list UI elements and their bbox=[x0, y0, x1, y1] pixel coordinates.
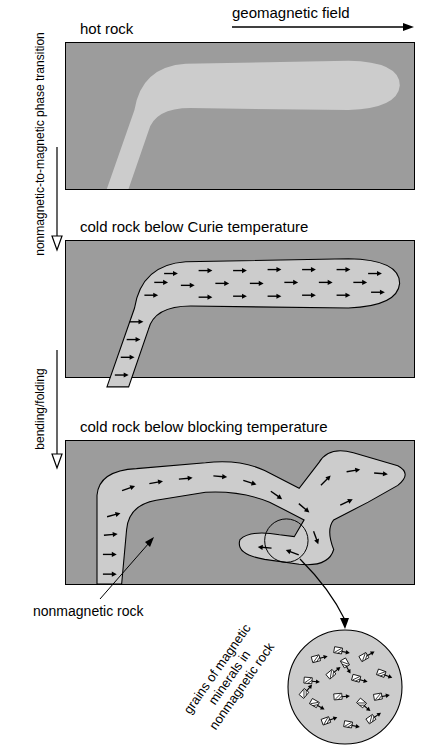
mineral-grain bbox=[344, 721, 361, 730]
leader-line bbox=[100, 543, 149, 599]
mineral-grain bbox=[373, 692, 390, 701]
magnetization-arrow bbox=[104, 532, 118, 538]
magnetization-arrow bbox=[311, 530, 321, 545]
rock-body bbox=[107, 259, 400, 387]
magnetization-arrow bbox=[302, 293, 316, 298]
connector bbox=[52, 350, 62, 468]
magnetization-arrow bbox=[297, 502, 311, 515]
rock-panel: cold rock below blocking temperature bbox=[65, 440, 415, 585]
field-arrowhead bbox=[403, 23, 414, 31]
magnetization-arrow bbox=[268, 267, 282, 272]
mineral-grain bbox=[340, 658, 353, 675]
magnetization-arrow bbox=[337, 267, 351, 272]
magnetization-arrow bbox=[103, 552, 117, 557]
magnetization-arrow bbox=[319, 474, 332, 487]
panel-title: cold rock below blocking temperature bbox=[80, 418, 328, 435]
magnetization-arrow bbox=[269, 489, 283, 501]
illustration bbox=[66, 441, 414, 584]
panel-title: cold rock below Curie temperature bbox=[80, 218, 308, 235]
leader-arrowhead bbox=[145, 537, 154, 547]
mineral-grain bbox=[299, 682, 314, 698]
mineral-grain bbox=[321, 714, 338, 725]
magnetization-arrow bbox=[258, 544, 272, 550]
mineral-grain bbox=[311, 653, 328, 663]
rock-body bbox=[107, 61, 400, 189]
magnetization-arrow bbox=[199, 295, 213, 300]
rock-label: nonmagnetic rock bbox=[33, 603, 144, 619]
magnetization-arrow bbox=[115, 372, 129, 377]
illustration bbox=[66, 43, 414, 189]
magnetization-arrow bbox=[339, 497, 354, 507]
magnified-view: grains of magnetic minerals in nonmagnet… bbox=[287, 629, 403, 745]
connector bbox=[52, 147, 62, 250]
callout-label: grains of magnetic minerals in nonmagnet… bbox=[176, 614, 284, 742]
magnetization-arrow bbox=[285, 548, 300, 558]
magnetization-arrow bbox=[374, 470, 388, 476]
magnetization-arrow bbox=[154, 280, 168, 285]
magnetization-arrow bbox=[127, 337, 141, 342]
magnetization-arrow bbox=[368, 271, 382, 276]
magnetization-arrow bbox=[215, 281, 229, 286]
mineral-grain bbox=[304, 677, 320, 684]
magnetization-arrow bbox=[144, 293, 158, 298]
mineral-grain bbox=[376, 669, 393, 680]
magnetization-arrow bbox=[250, 281, 264, 286]
magnetization-arrow bbox=[106, 511, 121, 520]
magnetization-arrow bbox=[121, 355, 135, 360]
field-arrow bbox=[232, 26, 406, 28]
mineral-grain bbox=[357, 698, 373, 713]
magnetization-arrow bbox=[179, 475, 193, 481]
panel-title: hot rock bbox=[80, 20, 133, 37]
edge-label: bending/folding bbox=[33, 368, 47, 449]
mineral-grain bbox=[326, 664, 342, 679]
magnetization-arrow bbox=[284, 280, 298, 285]
illustration bbox=[287, 629, 403, 745]
magnetization-arrow bbox=[353, 280, 367, 285]
magnetization-arrow bbox=[346, 467, 360, 474]
field-label: geomagnetic field bbox=[232, 4, 350, 21]
mineral-grain bbox=[366, 710, 383, 724]
magnetization-arrow bbox=[233, 268, 247, 273]
rock-panel: hot rock bbox=[65, 42, 415, 190]
rock-body bbox=[97, 451, 405, 584]
magnetization-arrow bbox=[319, 280, 333, 285]
magnetization-arrow bbox=[149, 479, 163, 486]
mineral-grain bbox=[334, 693, 350, 700]
edge-label: nonmagnetic-to-magnetic phase transition bbox=[33, 32, 47, 255]
magnetization-arrow bbox=[233, 294, 247, 299]
mineral-grain bbox=[309, 698, 326, 711]
connector bbox=[300, 559, 349, 629]
magnetization-arrow bbox=[213, 473, 227, 479]
mineral-grain bbox=[334, 647, 351, 656]
magnetization-arrow bbox=[199, 268, 213, 273]
magnetization-arrow bbox=[371, 290, 385, 295]
magnetization-arrow bbox=[121, 484, 136, 494]
magnified-circle bbox=[288, 630, 402, 744]
magnetization-arrow bbox=[164, 271, 178, 276]
magnetization-arrow bbox=[243, 478, 258, 487]
rock-panel: cold rock below Curie temperature bbox=[65, 240, 415, 378]
zoom-circle bbox=[265, 519, 308, 562]
magnetization-arrow bbox=[302, 267, 316, 272]
magnetization-arrow bbox=[130, 319, 144, 324]
magnetization-arrow bbox=[268, 294, 282, 299]
mineral-grain bbox=[352, 674, 369, 684]
mineral-grain bbox=[359, 648, 376, 661]
magnetization-arrow bbox=[181, 283, 195, 288]
magnetization-arrow bbox=[103, 572, 117, 577]
magnetization-arrow bbox=[337, 293, 351, 298]
illustration bbox=[66, 241, 414, 377]
